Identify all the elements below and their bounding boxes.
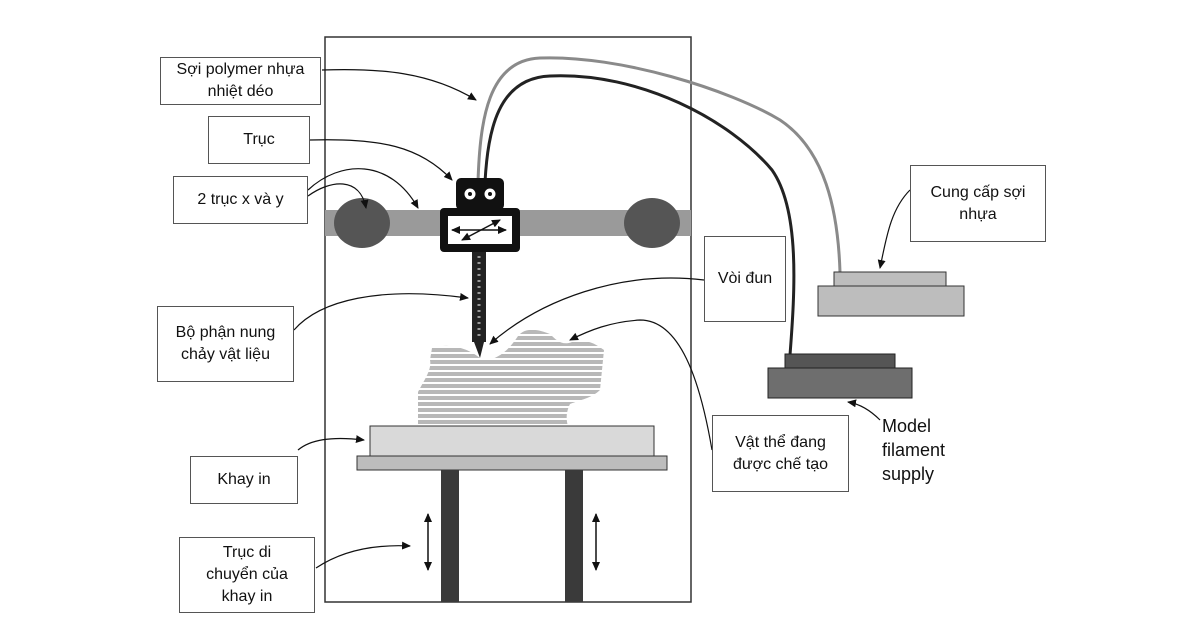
arrow-tray <box>297 435 365 451</box>
printer-frame <box>324 36 692 603</box>
print-tray-top <box>369 425 655 457</box>
head-wheel-left-dot <box>468 192 472 196</box>
nozzle-tip <box>474 342 484 358</box>
model-spool-base <box>767 367 913 399</box>
tray-post-right <box>565 470 583 602</box>
label-tray-axis: Trục di chuyển của khay in <box>179 537 315 613</box>
printed-object <box>418 329 604 426</box>
xy-arrow-diagonal <box>461 219 501 241</box>
filament-line-dark <box>483 74 796 356</box>
left-roller <box>334 198 390 248</box>
arrow-supply <box>877 189 911 269</box>
label-filament: Sợi polymer nhựa nhiệt déo <box>160 57 321 105</box>
print-head-top <box>456 178 504 210</box>
label-part: Vật thể đang được chế tạo <box>712 415 849 492</box>
head-wheel-right-dot <box>488 192 492 196</box>
model-spool-top <box>784 353 896 369</box>
label-xy-axes: 2 trục x và y <box>173 176 308 224</box>
label-axis: Trục <box>208 116 310 164</box>
heater-rod <box>472 252 486 342</box>
arrow-filament <box>321 68 477 101</box>
arrow-xy-1 <box>307 183 369 209</box>
filament-line-light <box>476 56 842 273</box>
arrow-model-supply <box>847 399 881 421</box>
label-tray: Khay in <box>190 456 298 504</box>
arrow-nozzle <box>489 277 705 345</box>
print-tray-base <box>356 455 668 471</box>
supply-spool-base <box>817 285 965 317</box>
supply-spool-top <box>833 271 947 287</box>
arrow-tray-axis <box>315 541 411 569</box>
arrow-xy-2 <box>307 168 419 209</box>
label-nozzle: Vòi đun <box>704 236 786 322</box>
arrow-melter <box>293 292 469 331</box>
label-model-supply: Model filament supply <box>882 416 946 484</box>
label-melter: Bộ phận nung chảy vật liệu <box>157 306 294 382</box>
arrow-part <box>569 319 713 451</box>
label-supply: Cung cấp sợi nhựa <box>910 165 1046 242</box>
arrow-axis <box>309 139 453 181</box>
tray-post-left <box>441 470 459 602</box>
right-roller <box>624 198 680 248</box>
